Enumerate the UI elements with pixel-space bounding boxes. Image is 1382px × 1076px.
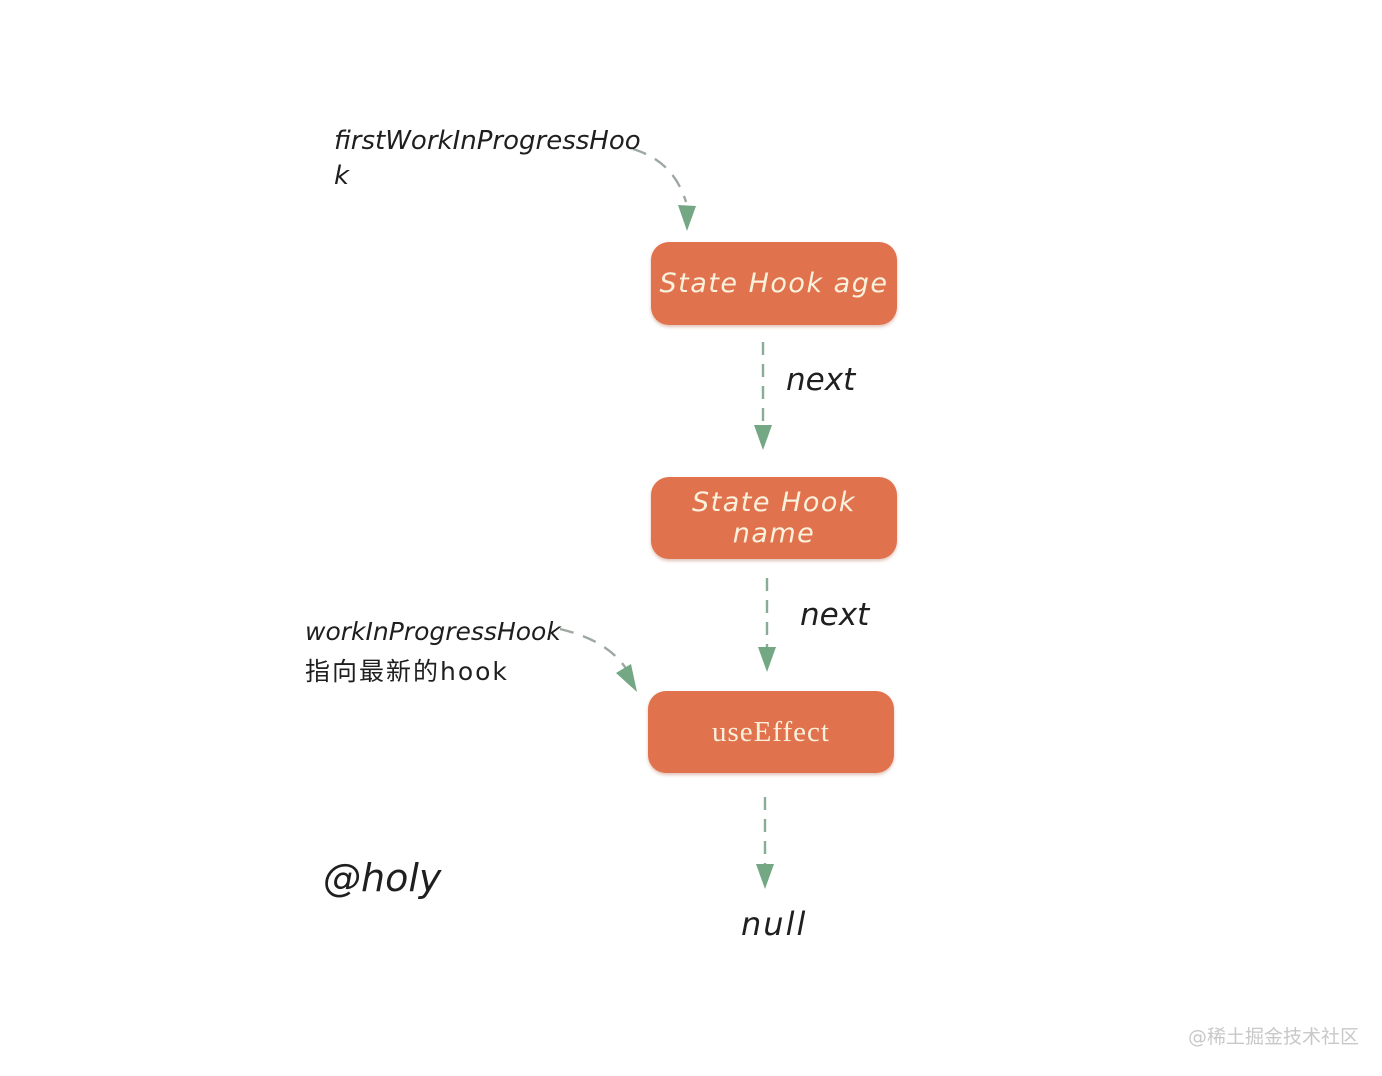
watermark: @稀土掘金技术社区 xyxy=(1188,1026,1360,1048)
work-in-progress-hook-line1: workInProgressHook xyxy=(305,617,561,646)
work-in-progress-hook-label: workInProgressHook 指向最新的hook xyxy=(305,612,561,692)
node-use-effect: useEffect xyxy=(648,691,894,773)
null-terminal-label: null xyxy=(741,905,808,943)
arrow-next-1 xyxy=(754,342,772,450)
edge-label-next-2: next xyxy=(800,597,870,633)
node-state-hook-name-label: State Hook name xyxy=(691,487,857,549)
arrow-wip-pointer xyxy=(559,627,637,692)
node-use-effect-label: useEffect xyxy=(712,715,830,748)
node-state-hook-age-label: State Hook age xyxy=(659,268,889,299)
node-state-hook-age: State Hook age xyxy=(651,242,897,325)
arrow-next-3 xyxy=(756,797,774,889)
author-signature: @holy xyxy=(323,856,442,900)
first-work-in-progress-hook-label: firstWorkInProgressHook xyxy=(334,126,641,191)
arrow-next-2 xyxy=(758,578,776,672)
work-in-progress-hook-line2: 指向最新的hook xyxy=(305,657,509,686)
edge-label-next-1: next xyxy=(786,362,856,398)
node-state-hook-name: State Hook name xyxy=(651,477,897,559)
